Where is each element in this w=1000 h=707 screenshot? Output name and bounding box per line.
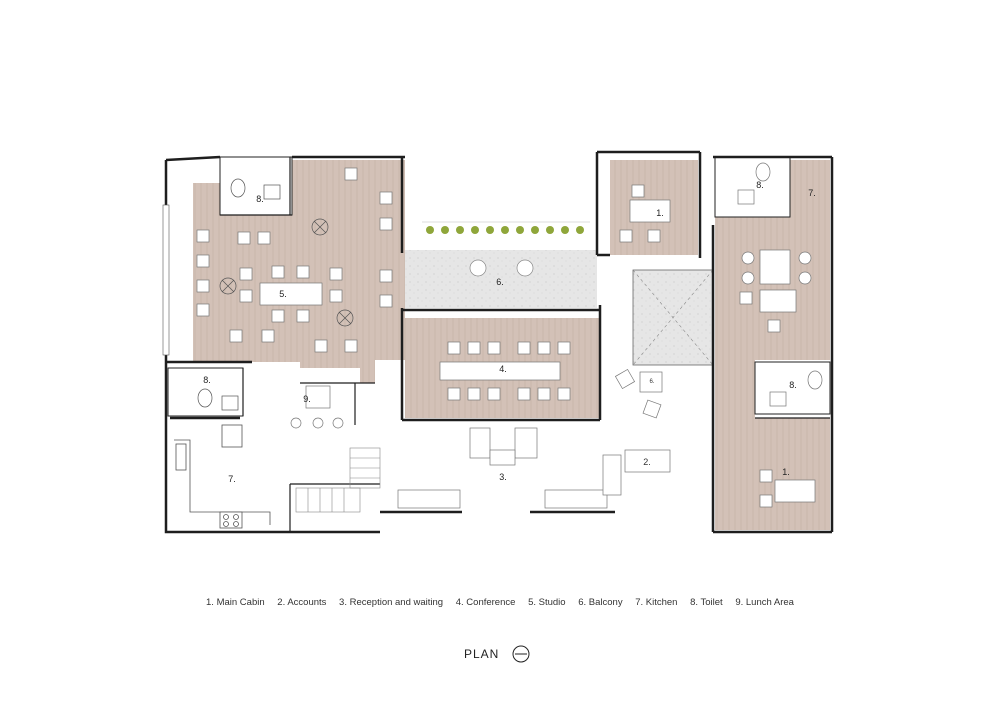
legend-item-main-cabin: 1. Main Cabin [206,597,265,608]
balcony-floor [405,250,597,308]
room-label-toilet-ne: 8. [756,180,764,190]
atrium-void [632,269,714,366]
room-label-accounts: 2. [643,457,651,467]
staircase [295,447,381,513]
east-floor [715,160,830,530]
room-label-kitchen-west: 7. [228,474,236,484]
legend-item-studio: 5. Studio [528,597,566,608]
west-window [162,204,170,356]
room-label-conference: 4. [499,364,507,374]
toilet-ne [714,156,791,218]
east-wing: 1. 8. 7. 8. 1. [595,150,834,534]
room-label-kitchen-east: 7. [808,188,816,198]
room-label-balcony: 6. [496,277,504,287]
legend-item-accounts: 2. Accounts [277,597,327,608]
room-label-toilet-e: 8. [789,380,797,390]
balcony-plants [422,221,590,234]
toilet-e [754,361,831,415]
room-label-main-cabin-top: 1. [656,208,664,218]
legend-item-conference: 4. Conference [455,597,516,608]
studio-planters [219,218,354,327]
room-label-reception: 3. [499,472,507,482]
room-label-main-cabin-bottom: 1. [782,467,790,477]
legend-item-lunch-area: 9. Lunch Area [735,597,794,608]
plan-legend: 1. Main Cabin 2. Accounts 3. Reception a… [0,597,1000,608]
north-arrow-icon [512,645,530,663]
room-label-studio: 5. [279,289,287,299]
center-block: 6. 4. 3. 2. 6. [380,221,714,514]
floor-plan: 5. 8. 8. 9. 7. [162,150,834,534]
room-label-toilet-left: 8. [203,375,211,385]
west-wing: 5. 8. 8. 9. 7. [162,155,405,534]
legend-item-reception: 3. Reception and waiting [339,597,444,608]
toilet-top [219,156,293,216]
plan-title: PLAN [464,647,500,661]
studio-desks [196,167,393,353]
legend-item-kitchen: 7. Kitchen [635,597,678,608]
reception-furniture [397,368,671,509]
room-label-toilet-top: 8. [256,194,264,204]
legend-item-toilet: 8. Toilet [690,597,723,608]
room-label-lunch: 9. [303,394,311,404]
legend-item-balcony: 6. Balcony [578,597,623,608]
conference-table [439,341,571,401]
tag-atrium: 6. [649,379,654,385]
